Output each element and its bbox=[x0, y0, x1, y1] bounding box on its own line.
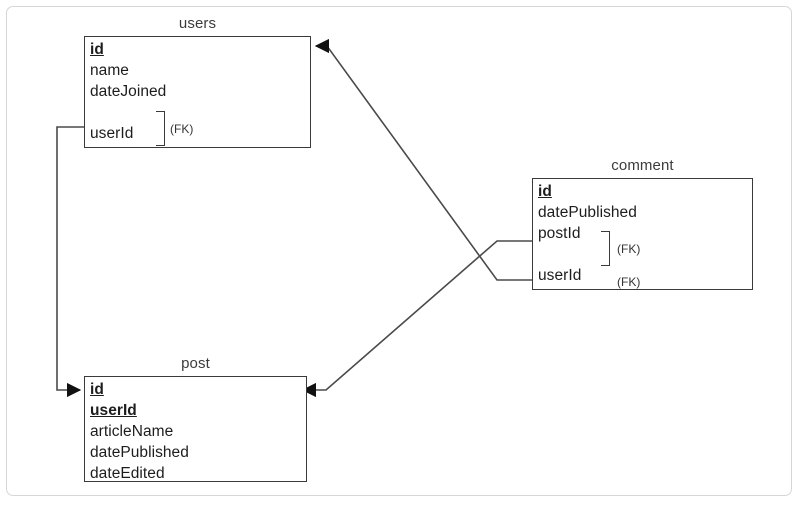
entity-users[interactable]: id name dateJoined userId (FK) bbox=[84, 36, 311, 148]
attribute-post-datepublished: datePublished bbox=[90, 444, 189, 461]
fk-label-comment-postid: (FK) bbox=[617, 242, 641, 256]
attribute-users-name: name bbox=[90, 62, 129, 79]
entity-title-comment: comment bbox=[611, 157, 674, 174]
fk-label-users-userid: (FK) bbox=[170, 122, 194, 136]
attribute-post-userid: userId bbox=[90, 402, 137, 419]
entity-post[interactable]: id userId articleName datePublished date… bbox=[84, 376, 307, 482]
fk-bracket-comment-postid bbox=[601, 231, 610, 266]
attribute-list-post: id userId articleName datePublished date… bbox=[85, 377, 306, 484]
entity-comment[interactable]: id datePublished postId userId (FK) (FK) bbox=[532, 178, 753, 290]
attribute-users-userid: userId bbox=[90, 125, 134, 142]
attribute-spacer bbox=[90, 102, 310, 123]
attribute-users-id: id bbox=[90, 41, 104, 58]
attribute-comment-postid: postId bbox=[538, 225, 581, 242]
attribute-comment-datepublished: datePublished bbox=[538, 204, 637, 221]
attribute-post-id: id bbox=[90, 381, 104, 398]
attribute-spacer bbox=[538, 244, 752, 265]
attribute-comment-id: id bbox=[538, 183, 552, 200]
entity-title-users: users bbox=[178, 15, 217, 32]
attribute-post-articlename: articleName bbox=[90, 423, 174, 440]
attribute-users-datejoined: dateJoined bbox=[90, 83, 167, 100]
fk-bracket-users-userid bbox=[156, 111, 165, 146]
attribute-list-comment: id datePublished postId userId bbox=[533, 179, 752, 286]
attribute-list-users: id name dateJoined userId bbox=[85, 37, 310, 144]
fk-label-comment-userid: (FK) bbox=[617, 275, 641, 289]
entity-title-post: post bbox=[181, 355, 210, 372]
attribute-post-dateedited: dateEdited bbox=[90, 465, 165, 482]
attribute-comment-userid: userId bbox=[538, 267, 582, 284]
